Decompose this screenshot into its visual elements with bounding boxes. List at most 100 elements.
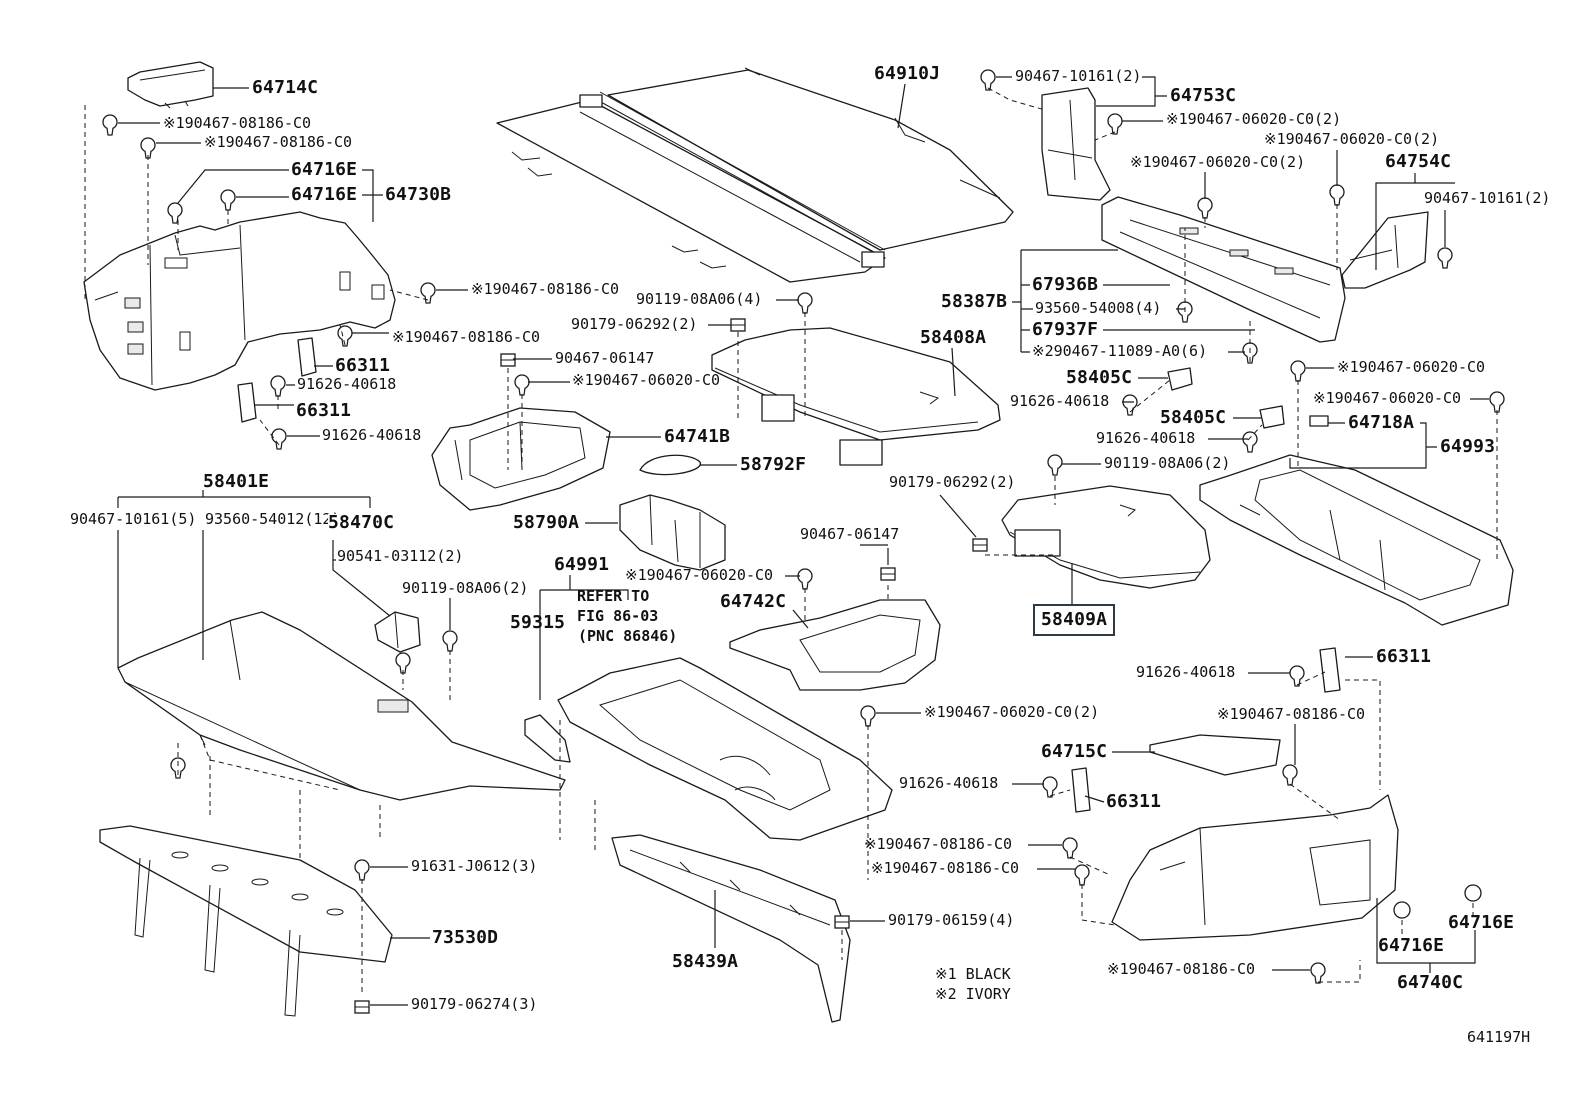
leader-lines — [117, 76, 1489, 1006]
fastener-label: ※190467-08186-C0 — [871, 859, 1020, 877]
fastener-label: 90119-08A06(2) — [402, 579, 529, 597]
part-number-label: 66311 — [335, 355, 391, 376]
side-trim-panel-right — [1111, 794, 1399, 941]
part-number-label: 64754C — [1385, 151, 1452, 172]
part-number-label: 64991 — [554, 554, 610, 575]
part-number-label: 66311 — [1106, 791, 1162, 812]
part-64716e-b — [1464, 884, 1482, 902]
part-number-label: 64753C — [1170, 85, 1237, 106]
part-number-label: 58405C — [1160, 407, 1227, 428]
tab-64718a — [1309, 415, 1329, 427]
part-number-label: 58792F — [740, 454, 807, 475]
clip-58405c-a — [1167, 367, 1193, 391]
fastener-label: ※190467-08186-C0 — [1107, 960, 1256, 978]
part-number-label: 64716E — [1378, 935, 1445, 956]
fastener-label: ※190467-06020-C0 — [625, 566, 774, 584]
part-number-label: 58405C — [1066, 367, 1133, 388]
part-number-label: 59315 — [510, 612, 566, 633]
fastener-label: ※190467-06020-C0(2) — [1166, 110, 1342, 128]
tray-64741b — [431, 407, 611, 511]
part-number-label: 64730B — [385, 184, 452, 205]
fastener-label: ※190467-06020-C0 — [1313, 389, 1462, 407]
reference-note-line: REFER TO — [577, 587, 650, 605]
bracket-58470c — [374, 611, 421, 653]
figure-id: 641197H — [1467, 1028, 1531, 1046]
fastener-label: 90119-08A06(2) — [1104, 454, 1231, 472]
clip-66311-d — [1071, 767, 1091, 813]
part-number-label: 73530D — [432, 927, 499, 948]
fastener-label: 91631-J0612(3) — [411, 857, 538, 875]
deck-board-58409a — [1001, 485, 1211, 589]
part-number-label: 58408A — [920, 327, 987, 348]
fastener-label: 90467-10161(2) — [1015, 67, 1142, 85]
fastener-label: 91626-40618 — [1010, 392, 1110, 410]
fastener-label: ※190467-08186-C0 — [392, 328, 541, 346]
part-number-label: 64716E — [291, 159, 358, 180]
fastener-label: ※190467-06020-C0(2) — [1264, 130, 1440, 148]
part-number-label: 64741B — [664, 426, 731, 447]
fastener-label: 90467-06147 — [800, 525, 900, 543]
fastener-label: 90179-06274(3) — [411, 995, 538, 1013]
fastener-label: ※190467-08186-C0 — [864, 835, 1013, 853]
part-number-label: 64718A — [1348, 412, 1415, 433]
part-number-label: 67936B — [1032, 274, 1099, 295]
color-note: ※2 IVORY — [935, 985, 1011, 1003]
assembly-lines — [84, 87, 1498, 995]
fastener-label: ※290467-11089-A0(6) — [1032, 342, 1208, 360]
fastener-label: 90179-06159(4) — [888, 911, 1015, 929]
fastener-label: 91626-40618 — [297, 375, 397, 393]
part-number-label: 66311 — [296, 400, 352, 421]
highlighted-part-number-label: 58409A — [1033, 604, 1116, 636]
part-number-label: 64716E — [1448, 912, 1515, 933]
cover-64714c — [127, 61, 214, 109]
part-number-label: 64993 — [1440, 436, 1496, 457]
part-number-label: 58387B — [941, 291, 1008, 312]
pillar-trim-64754c — [1341, 211, 1429, 289]
fastener-label: ※190467-06020-C0(2) — [924, 703, 1100, 721]
fastener-label: ※190467-08186-C0 — [471, 280, 620, 298]
cover-64715c — [1149, 734, 1281, 776]
fastener-label: 91626-40618 — [1096, 429, 1196, 447]
part-number-label: 58401E — [203, 471, 270, 492]
part-number-label: 58439A — [672, 951, 739, 972]
part-number-label: 64740C — [1397, 972, 1464, 993]
fastener-label: 91626-40618 — [1136, 663, 1236, 681]
part-number-label: 64714C — [252, 77, 319, 98]
color-note: ※1 BLACK — [935, 965, 1011, 983]
block-58790a — [619, 494, 726, 571]
frame-73530d — [99, 825, 393, 1017]
part-64716e-a — [1393, 901, 1411, 919]
part-number-label: 64742C — [720, 591, 787, 612]
deck-board-58408a — [711, 327, 1001, 466]
fastener-label: ※190467-06020-C0(2) — [1130, 153, 1306, 171]
sill-plate-58387b — [1101, 196, 1346, 343]
cargo-cover-64910j — [496, 67, 1014, 283]
fastener-label: 93560-54008(4) — [1035, 299, 1162, 317]
side-trim-panel-left — [83, 211, 396, 391]
deck-board-58401e — [117, 611, 566, 801]
fastener-label: 91626-40618 — [322, 426, 422, 444]
part-number-label: 66311 — [1376, 646, 1432, 667]
part-number-label: 64715C — [1041, 741, 1108, 762]
fastener-label: 91626-40618 — [899, 774, 999, 792]
clip-66311-a — [297, 337, 317, 377]
rail-58439a — [611, 834, 851, 1023]
part-number-label: 67937F — [1032, 319, 1099, 340]
part-number-label: 64716E — [291, 184, 358, 205]
reference-note-line: FIG 86-03 — [577, 607, 659, 625]
fastener-label: 90179-06292(2) — [889, 473, 1016, 491]
tray-64993 — [1199, 454, 1514, 626]
fastener-label: 90467-06147 — [555, 349, 655, 367]
fastener-label: ※190467-08186-C0 — [204, 133, 353, 151]
clip-58405c-b — [1259, 405, 1285, 429]
part-number-label: 58470C — [328, 512, 395, 533]
reference-note-line: (PNC 86846) — [578, 627, 678, 645]
cord-58792f — [639, 454, 701, 476]
tray-64742c — [729, 599, 941, 691]
fastener-label: 90119-08A06(4) — [636, 290, 763, 308]
part-number-label: 64910J — [874, 63, 941, 84]
fastener-label: ※190467-06020-C0 — [1337, 358, 1486, 376]
pillar-trim-64753c — [1041, 87, 1111, 201]
